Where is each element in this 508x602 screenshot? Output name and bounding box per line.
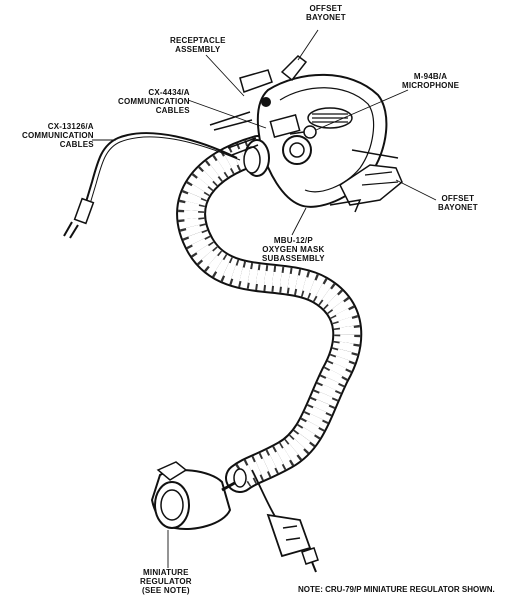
label-offset-bayonet-right: OFFSET BAYONET <box>438 194 478 212</box>
label-cx13126-communication-cables: CX-13126/A COMMUNICATION CABLES <box>22 122 94 149</box>
leader-offset-bayonet-right <box>395 179 437 201</box>
leader-lines <box>92 29 437 568</box>
leader-oxygen-mask <box>291 207 307 236</box>
oxygen-hose <box>176 135 363 493</box>
microphone <box>289 125 317 139</box>
label-cx4434-communication-cables: CX-4434/A COMMUNICATION CABLES <box>118 88 190 115</box>
leader-microphone <box>315 89 409 131</box>
cx13126-cable <box>63 132 241 239</box>
note-text: NOTE: CRU-79/P MINIATURE REGULATOR SHOWN… <box>298 585 495 594</box>
label-microphone: M-94B/A MICROPHONE <box>402 72 460 90</box>
label-offset-bayonet-top: OFFSET BAYONET <box>306 4 346 22</box>
offset-bayonet-right <box>329 149 403 213</box>
label-miniature-regulator: MINIATURE REGULATOR (SEE NOTE) <box>140 568 192 595</box>
miniature-regulator <box>150 461 247 530</box>
label-oxygen-mask-subassembly: MBU-12/P OXYGEN MASK SUBASSEMBLY <box>262 236 325 263</box>
leader-receptacle-assembly <box>205 54 245 97</box>
regulator-communication-lead <box>251 469 319 573</box>
label-receptacle-assembly: RECEPTACLE ASSEMBLY <box>170 36 226 54</box>
leader-offset-bayonet-top <box>297 29 319 61</box>
oxygen-mask-body <box>243 73 388 208</box>
leader-cx4434 <box>187 99 267 129</box>
offset-bayonet-top <box>209 55 308 156</box>
